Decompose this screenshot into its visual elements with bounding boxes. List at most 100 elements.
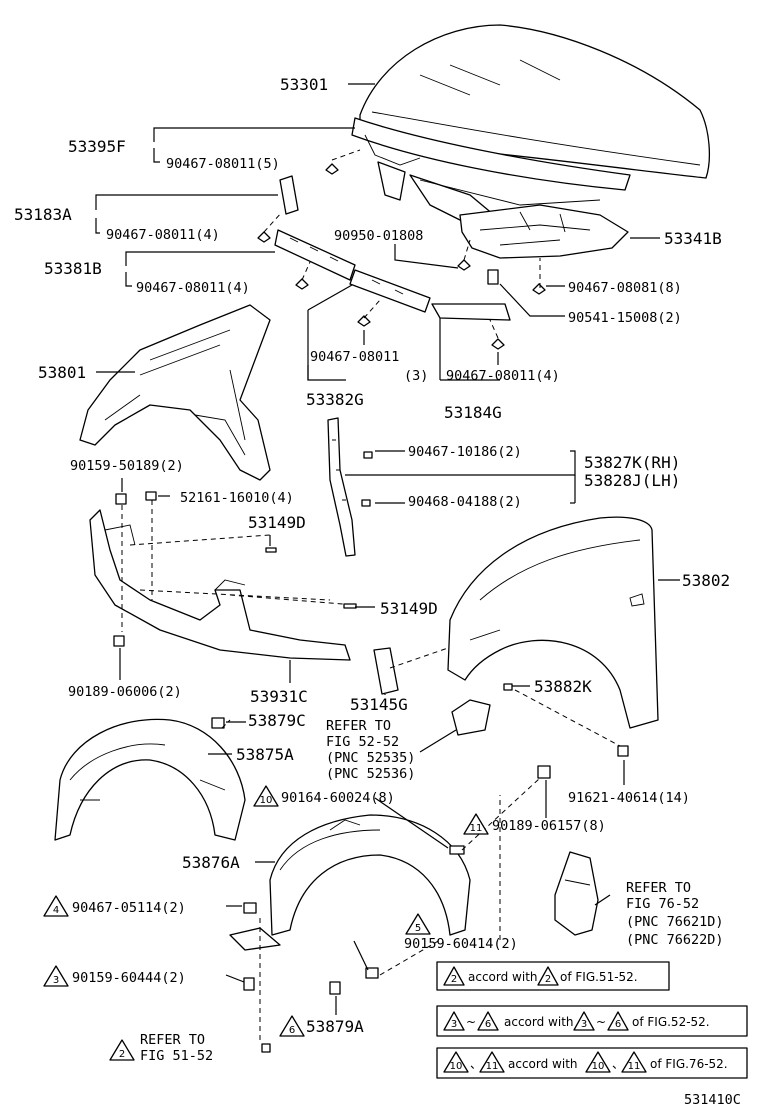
- label-90950-01808: 90950-01808: [334, 228, 423, 244]
- label-90159-60444-2: 90159-60444(2): [72, 970, 186, 986]
- marker-5-90159: 5: [405, 913, 431, 935]
- svg-text:4: 4: [53, 905, 59, 916]
- svg-text:10: 10: [260, 795, 273, 806]
- refer-fig-76-52-line2: FIG 76-52: [626, 896, 699, 912]
- refer-fig-52-52-line3: (PNC 52535): [326, 750, 415, 766]
- label-53149D-a: 53149D: [248, 513, 306, 532]
- svg-text:5: 5: [415, 923, 421, 934]
- svg-text:~: ~: [466, 1015, 476, 1029]
- fender-bracket-drawing: [373, 647, 491, 736]
- fender-liner-front-drawing: [229, 814, 471, 951]
- label-90467-08011-4a: 90467-08011(4): [106, 227, 220, 243]
- marker-11-90189: 11: [463, 813, 489, 835]
- label-53341B: 53341B: [664, 229, 722, 248]
- label-90541-15008-2: 90541-15008(2): [568, 310, 682, 326]
- hood-seals-drawing: [274, 175, 511, 321]
- label-53301: 53301: [280, 75, 328, 94]
- refer-fig-76-52-line3: (PNC 76621D): [626, 914, 724, 930]
- label-90467-08081-8: 90467-08081(8): [568, 280, 682, 296]
- refer-fig-76-52-line1: REFER TO: [626, 880, 691, 896]
- triangle-markers: 10 11 4 5 3 6 2: [43, 785, 489, 1061]
- label-90189-06006-2: 90189-06006(2): [68, 684, 182, 700]
- svg-text:of FIG.52-52.: of FIG.52-52.: [632, 1015, 710, 1029]
- svg-text:11: 11: [628, 1061, 641, 1072]
- svg-text:2: 2: [119, 1049, 125, 1060]
- label-90468-04188-2: 90468-04188(2): [408, 494, 522, 510]
- label-53882K: 53882K: [534, 677, 592, 696]
- note-box-fig-76-52: 10 、 11 accord with 10 、 11 of FIG.76-52…: [436, 1047, 748, 1079]
- svg-text:3: 3: [581, 1019, 587, 1030]
- label-90467-08011-5: 90467-08011(5): [166, 156, 280, 172]
- refer-fig-51-52-line1: REFER TO: [140, 1032, 205, 1048]
- svg-text:accord with: accord with: [504, 1015, 574, 1029]
- label-53801: 53801: [38, 363, 86, 382]
- note-box-fig-52-52: 3 ~ 6 accord with 3 ~ 6 of FIG.52-52.: [436, 1005, 748, 1037]
- label-53395F: 53395F: [68, 137, 126, 156]
- leader-lines: [95, 83, 680, 1015]
- marker-4-90467: 4: [43, 895, 69, 917]
- refer-fig-52-52-line2: FIG 52-52: [326, 734, 399, 750]
- refer-fig-51-52-line2: FIG 51-52: [140, 1048, 213, 1064]
- refer-fig-52-52-line1: REFER TO: [326, 718, 391, 734]
- label-53879C: 53879C: [248, 711, 306, 730]
- label-53876A: 53876A: [182, 853, 240, 872]
- label-53382G: 53382G: [306, 390, 364, 409]
- engine-under-cover-drawing: [459, 204, 629, 259]
- svg-text:6: 6: [289, 1025, 295, 1036]
- label-90467-10186-2: 90467-10186(2): [408, 444, 522, 460]
- refer-fig-76-52-line4: (PNC 76622D): [626, 932, 724, 948]
- mudflap-drawing: [554, 851, 599, 936]
- svg-text:of FIG.51-52.: of FIG.51-52.: [560, 970, 638, 984]
- part-labels: 53301 53395F 90467-08011(5) 53183A 90467…: [14, 75, 741, 1108]
- marker-6-53879A: 6: [279, 1015, 305, 1037]
- hood-drawing: [351, 24, 710, 226]
- label-90467-08011-3: 90467-08011: [310, 349, 399, 365]
- label-53931C: 53931C: [250, 687, 308, 706]
- label-90164-60024-8: 90164-60024(8): [281, 790, 395, 806]
- label-90189-06157-8: 90189-06157(8): [492, 818, 606, 834]
- svg-text:10: 10: [450, 1061, 463, 1072]
- bumper-support-drawing: [89, 509, 356, 661]
- fasteners-drawing: [113, 163, 629, 1053]
- front-fender-drawing: [447, 516, 659, 729]
- label-90159-60414-2: 90159-60414(2): [404, 936, 518, 952]
- label-90467-08011-3-qty: (3): [404, 368, 428, 384]
- label-53875A: 53875A: [236, 745, 294, 764]
- label-52161-16010-4: 52161-16010(4): [180, 490, 294, 506]
- svg-text:11: 11: [486, 1061, 499, 1072]
- fender-apron-drawing: [79, 304, 271, 481]
- label-91621-40614-14: 91621-40614(14): [568, 790, 690, 806]
- label-90467-05114-2: 90467-05114(2): [72, 900, 186, 916]
- svg-text:3: 3: [53, 975, 59, 986]
- refer-fig-52-52-line4: (PNC 52536): [326, 766, 415, 782]
- svg-text:2: 2: [545, 974, 551, 985]
- marker-2-refer: 2: [109, 1039, 135, 1061]
- svg-text:of FIG.76-52.: of FIG.76-52.: [650, 1057, 728, 1071]
- label-53828J: 53828J(LH): [584, 471, 680, 490]
- label-53879A: 53879A: [306, 1017, 364, 1036]
- label-53802: 53802: [682, 571, 730, 590]
- marker-3-90159: 3: [43, 965, 69, 987]
- label-90159-50189-2: 90159-50189(2): [70, 458, 184, 474]
- marker-10-90164: 10: [253, 785, 279, 807]
- fender-liner-rear-drawing: [54, 718, 246, 841]
- label-90467-08011-4b: 90467-08011(4): [136, 280, 250, 296]
- label-53149D-b: 53149D: [380, 599, 438, 618]
- label-53381B: 53381B: [44, 259, 102, 278]
- note-box-fig-51-52: 2 accord with 2 of FIG.51-52.: [436, 961, 670, 991]
- dashed-guides: [121, 149, 621, 1040]
- svg-text:3: 3: [451, 1019, 457, 1030]
- label-53827K: 53827K(RH): [584, 453, 680, 472]
- svg-text:2: 2: [451, 974, 457, 985]
- svg-text:6: 6: [485, 1019, 491, 1030]
- svg-text:accord with: accord with: [468, 970, 538, 984]
- label-53184G: 53184G: [444, 403, 502, 422]
- svg-text:accord with: accord with: [508, 1057, 578, 1071]
- fender-seal-drawing: [327, 417, 356, 557]
- svg-text:、: 、: [470, 1057, 482, 1071]
- svg-text:11: 11: [470, 823, 483, 834]
- svg-text:、: 、: [612, 1057, 624, 1071]
- svg-text:6: 6: [615, 1019, 621, 1030]
- svg-text:~: ~: [596, 1015, 606, 1029]
